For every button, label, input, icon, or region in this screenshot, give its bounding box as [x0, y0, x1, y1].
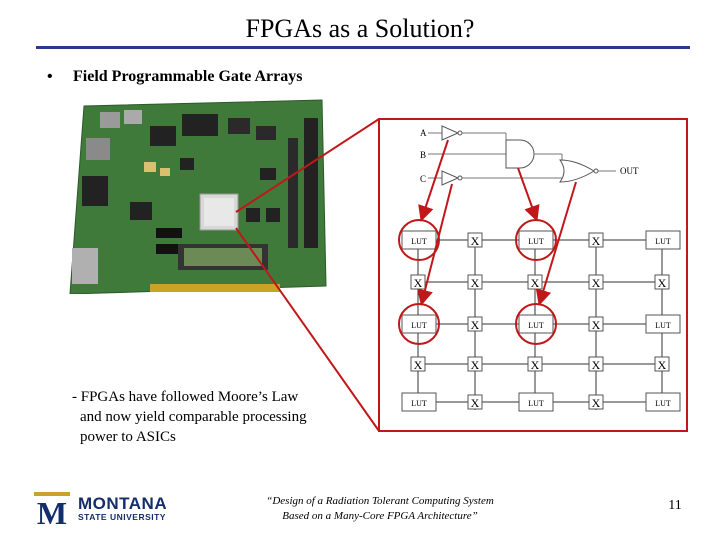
page-number: 11 [668, 498, 682, 513]
switch-box: X [658, 358, 667, 372]
bullet-text: Field Programmable Gate Arrays [73, 68, 303, 85]
sub-line-2: and now yield comparable processing [80, 409, 307, 425]
switch-box: X [471, 358, 480, 372]
switch-box: X [414, 276, 423, 290]
input-b-label: B [420, 150, 426, 160]
switch-box: X [471, 396, 480, 410]
title-divider [36, 46, 690, 49]
slide-title: FPGAs as a Solution? [245, 14, 475, 43]
switch-box: X [471, 276, 480, 290]
switch-box: X [531, 358, 540, 372]
lut-label: LUT [411, 237, 427, 246]
fpga-board-image [69, 99, 327, 294]
input-a-label: A [420, 128, 427, 138]
lut-label: LUT [528, 399, 544, 408]
lut-row-2: LUT LUT LUT [401, 314, 681, 334]
mapping-arrows [417, 139, 577, 306]
switch-boxes: X X X X X X X X X X X X X X X X [410, 232, 670, 410]
switch-box: X [658, 276, 667, 290]
msu-logo-mark: M [34, 492, 70, 528]
lut-label: LUT [411, 321, 427, 330]
sub-line-3: power to ASICs [80, 429, 176, 445]
sub-bullet-text: - FPGAs have followed Moore’s Law and no… [72, 387, 352, 447]
lut-row-1: LUT LUT LUT [401, 230, 681, 250]
citation: “Design of a Radiation Tolerant Computin… [240, 494, 520, 524]
switch-box: X [414, 358, 423, 372]
logo-name: MONTANA [78, 494, 168, 513]
switch-box: X [592, 276, 601, 290]
lut-diagram: A B C OUT [398, 125, 681, 412]
lut-row-3: LUT LUT LUT [401, 392, 681, 412]
sub-line-1: - FPGAs have followed Moore’s Law [72, 389, 299, 405]
input-c-label: C [420, 174, 426, 184]
lut-label: LUT [655, 237, 671, 246]
switch-box: X [531, 276, 540, 290]
lut-label: LUT [655, 399, 671, 408]
citation-line-1: “Design of a Radiation Tolerant Computin… [266, 495, 494, 507]
logo-mark-letter: M [37, 495, 67, 528]
citation-line-2: Based on a Many-Core FPGA Architecture” [282, 510, 478, 522]
switch-box: X [471, 234, 480, 248]
logo-subtitle: STATE UNIVERSITY [78, 512, 166, 522]
lut-label: LUT [655, 321, 671, 330]
lut-diagram-panel: A B C OUT [378, 118, 688, 432]
lut-label: LUT [528, 321, 544, 330]
switch-box: X [592, 358, 601, 372]
lut-label: LUT [411, 399, 427, 408]
switch-box: X [592, 234, 601, 248]
msu-logo: M MONTANA STATE UNIVERSITY [32, 490, 182, 528]
switch-box: X [471, 318, 480, 332]
bullet-symbol: • [47, 68, 53, 85]
switch-box: X [592, 396, 601, 410]
switch-box: X [592, 318, 601, 332]
output-label: OUT [620, 166, 639, 176]
lut-label: LUT [528, 237, 544, 246]
